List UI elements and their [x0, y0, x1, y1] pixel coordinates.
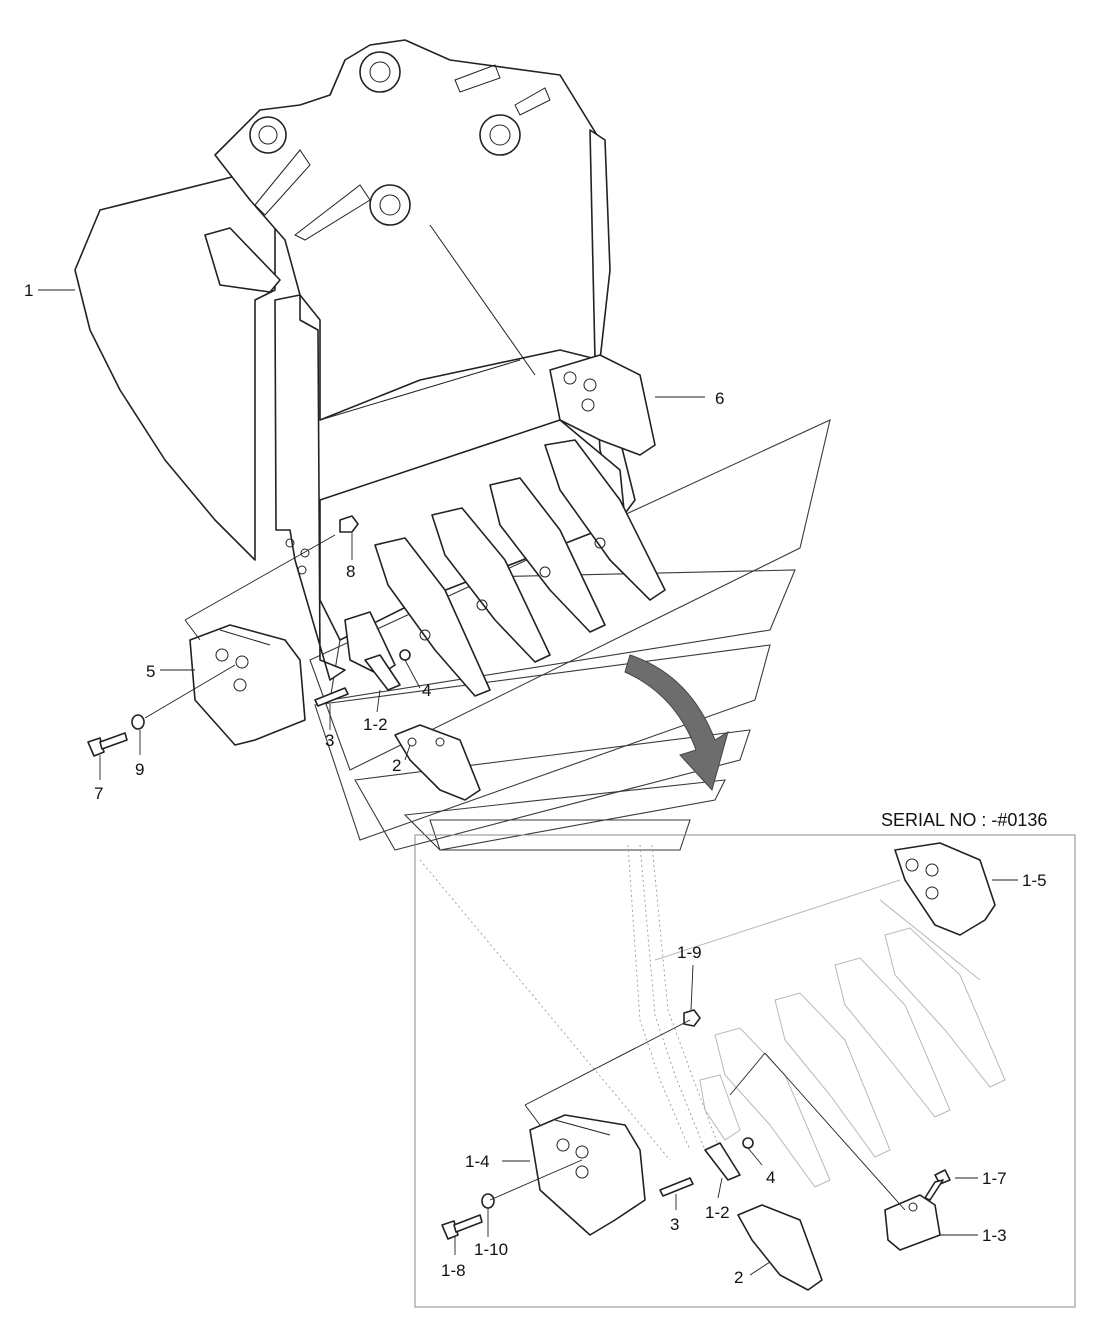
washer [131, 714, 145, 730]
label-inset-bolt: 1-8 [441, 1261, 466, 1280]
label-bolt: 7 [94, 784, 103, 803]
pin [314, 687, 349, 707]
serial-label: SERIAL NO : -#0136 [881, 810, 1047, 830]
label-inset-adapter: 1-2 [705, 1203, 730, 1222]
inset-nut [683, 1009, 701, 1027]
side-cutter-left [189, 624, 306, 746]
label-inset-tooth-point: 2 [734, 1268, 743, 1287]
inset-detail [414, 834, 1076, 1308]
inset-pin [659, 1177, 694, 1197]
leader-lines [38, 289, 705, 780]
label-side-cutter-left: 5 [146, 662, 155, 681]
bucket-teeth [344, 439, 666, 697]
nut [339, 515, 359, 533]
adapter [364, 654, 401, 691]
inset-side-cutter-left [529, 1114, 646, 1236]
label-pin: 3 [325, 731, 334, 750]
inset-tooth-point [737, 1204, 823, 1291]
callout-labels: 1 6 5 8 7 9 3 1-2 4 2 SERIAL NO : -#0136… [24, 281, 1047, 1287]
inset-corner-block [884, 1194, 941, 1251]
label-inset-nut: 1-9 [677, 943, 702, 962]
label-inset-washer: 1-10 [474, 1240, 508, 1259]
label-nut: 8 [346, 562, 355, 581]
inset-corner-bolt [924, 1169, 951, 1201]
detail-arrow [624, 654, 729, 792]
label-inset-side-cutter-right: 1-5 [1022, 871, 1047, 890]
label-inset-lock: 4 [766, 1168, 775, 1187]
label-inset-side-cutter-left: 1-4 [465, 1152, 490, 1171]
inset-adapter [704, 1142, 741, 1181]
inset-lock [742, 1137, 754, 1149]
side-cutter-right [549, 354, 656, 456]
label-side-cutter-right: 6 [715, 389, 724, 408]
label-bucket: 1 [24, 281, 33, 300]
bolt [87, 732, 128, 757]
inset-washer [481, 1193, 495, 1209]
label-inset-corner-bolt: 1-7 [982, 1169, 1007, 1188]
inset-side-cutter-right [894, 842, 996, 936]
label-inset-pin: 3 [670, 1215, 679, 1234]
label-adapter: 1-2 [363, 715, 388, 734]
tooth-point [394, 724, 481, 801]
label-tooth-point: 2 [392, 756, 401, 775]
lock [399, 649, 411, 661]
label-lock: 4 [422, 681, 431, 700]
label-washer: 9 [135, 760, 144, 779]
label-inset-corner-block: 1-3 [982, 1226, 1007, 1245]
inset-bolt [441, 1214, 483, 1240]
